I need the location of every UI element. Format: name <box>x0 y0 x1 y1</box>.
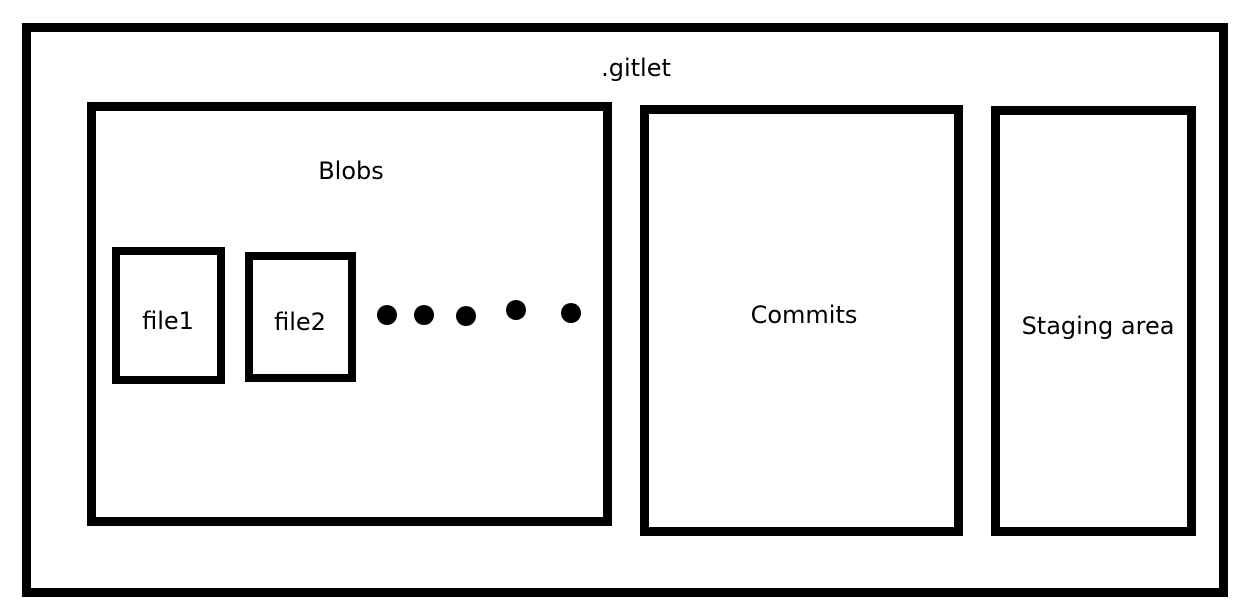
staging-area-label: Staging area <box>1021 312 1175 340</box>
staging-area-box <box>991 106 1196 536</box>
commits-box <box>640 105 963 536</box>
blobs-label: Blobs <box>318 157 384 185</box>
ellipsis-dot <box>414 305 434 325</box>
ellipsis-dot <box>377 305 397 325</box>
file1-label: file1 <box>142 307 194 335</box>
ellipsis-dot <box>506 300 526 320</box>
gitlet-container-label: .gitlet <box>601 54 671 82</box>
ellipsis-dot <box>561 303 581 323</box>
commits-label: Commits <box>750 301 858 329</box>
file2-box <box>245 252 356 382</box>
ellipsis-dot <box>456 306 476 326</box>
file2-label: file2 <box>274 308 326 336</box>
file1-box <box>112 247 225 384</box>
